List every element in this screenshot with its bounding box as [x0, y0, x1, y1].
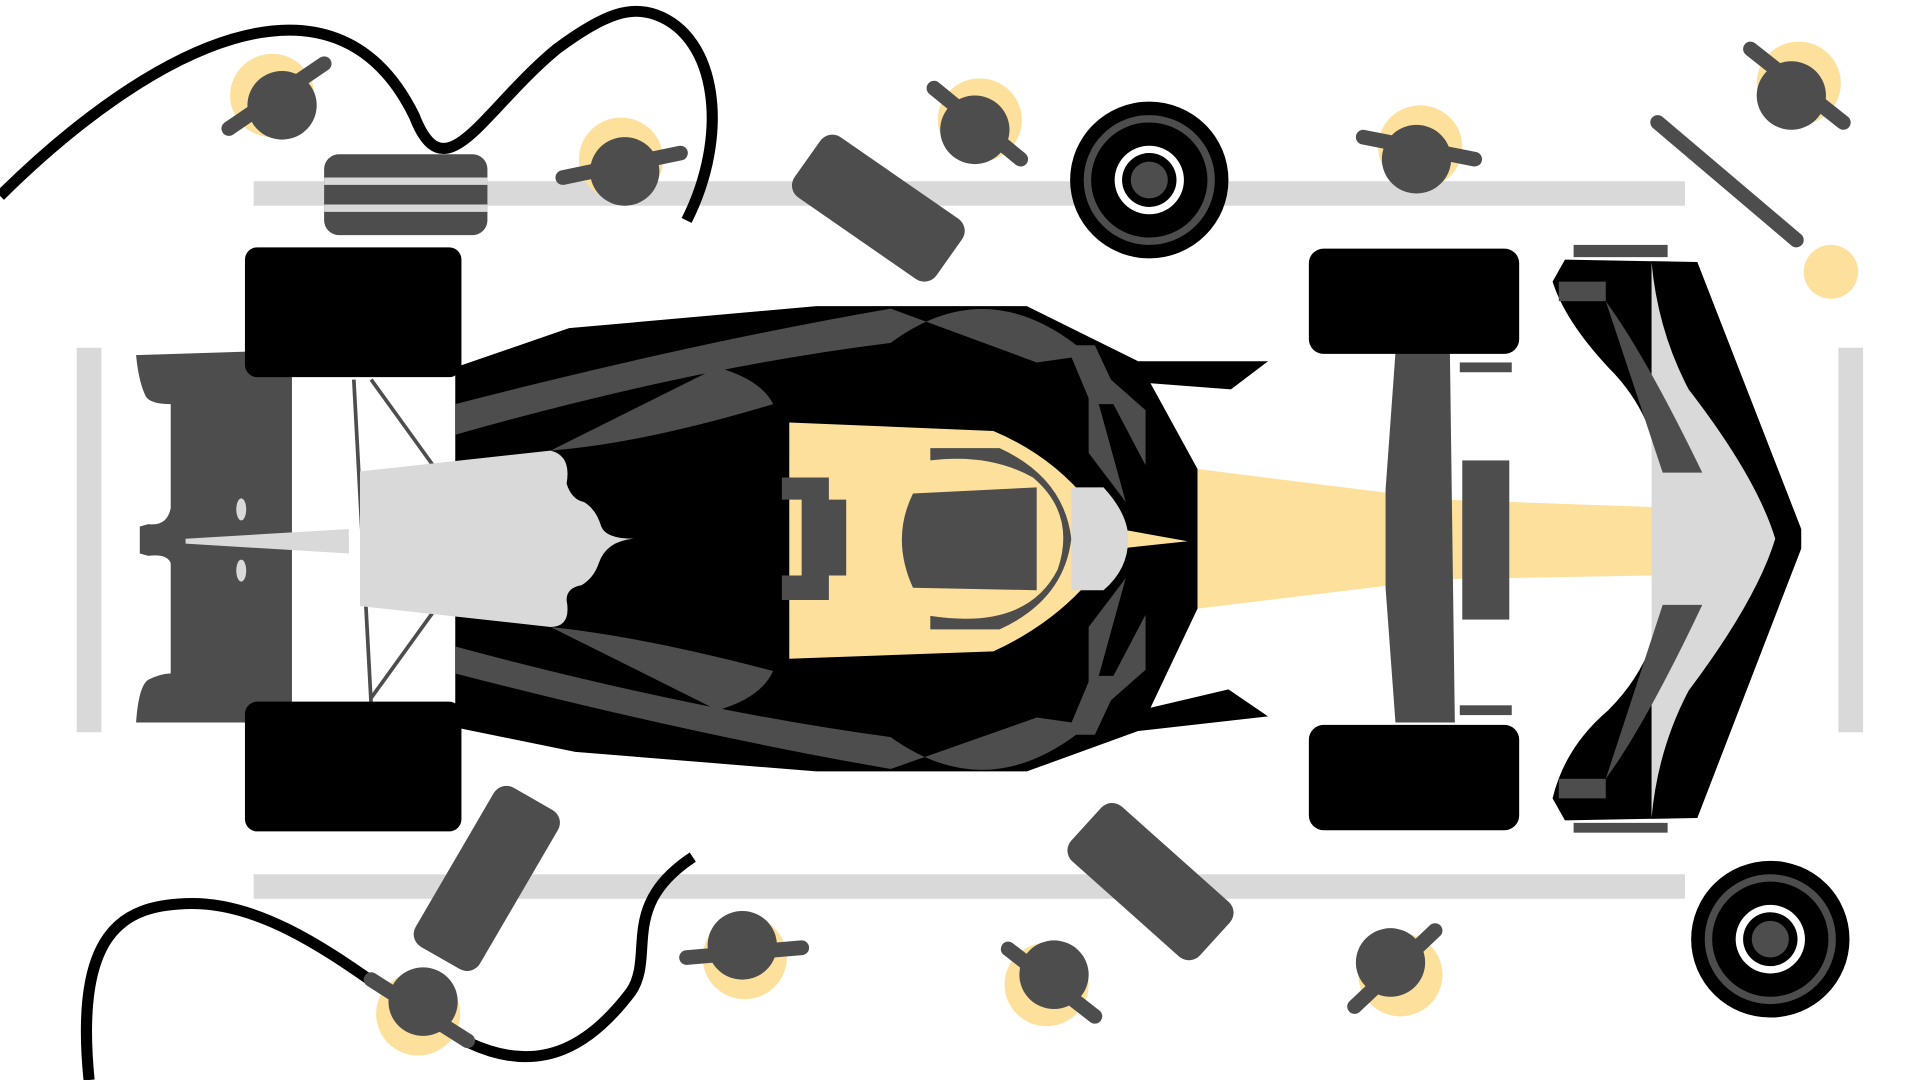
air-hose-icon — [0, 5, 718, 223]
tire-icon — [244, 247, 462, 378]
air-hose-icon — [80, 852, 696, 1080]
pit-box-marking-left — [76, 347, 102, 733]
rear-wing — [136, 350, 292, 723]
tire-icon — [1070, 101, 1229, 259]
tire-icon — [791, 134, 965, 282]
engine-cover — [360, 450, 634, 627]
tire-icon — [1691, 860, 1850, 1018]
driver-seat — [901, 487, 1037, 591]
tire-icon — [1067, 803, 1234, 961]
tire-icon — [244, 701, 462, 832]
pit-box-marking-right — [1838, 347, 1864, 733]
pit-lane-marking-top — [253, 181, 1685, 206]
tire-icon — [413, 785, 560, 971]
race-car-icon — [136, 244, 1802, 833]
tire-icon — [1308, 248, 1520, 354]
tire-icon — [1308, 724, 1520, 831]
wheel-gun-icon — [221, 41, 1851, 1049]
